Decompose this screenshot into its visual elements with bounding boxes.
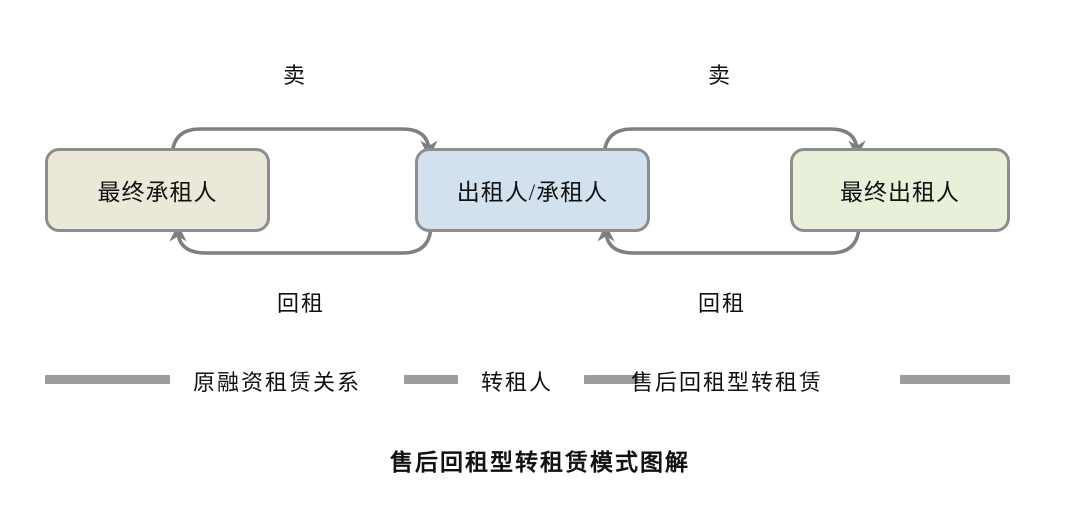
legend-bar-3 — [584, 375, 638, 384]
node-final-lessee: 最终承租人 — [45, 148, 270, 232]
sell-label-left: 卖 — [282, 63, 307, 88]
sell-label-right: 卖 — [707, 63, 732, 88]
diagram-caption: 售后回租型转租赁模式图解 — [390, 450, 690, 475]
node-final-lessor-label: 最终出租人 — [840, 180, 960, 205]
node-final-lessee-label: 最终承租人 — [97, 180, 218, 205]
node-lessor-lessee: 出租人/承租人 — [415, 148, 650, 232]
leaseback-label-right: 回租 — [697, 291, 746, 316]
legend-bar-4 — [900, 375, 1010, 384]
legend-label-original-lease: 原融资租赁关系 — [193, 370, 362, 395]
legend-label-sublessor: 转租人 — [481, 370, 554, 395]
legend-bar-2 — [404, 375, 458, 384]
node-final-lessor: 最终出租人 — [790, 148, 1010, 232]
legend-label-sale-leaseback-sublease: 售后回租型转租赁 — [631, 370, 824, 395]
legend-bar-1 — [45, 375, 170, 384]
leaseback-label-left: 回租 — [276, 291, 325, 316]
node-lessor-lessee-label: 出租人/承租人 — [456, 180, 609, 205]
